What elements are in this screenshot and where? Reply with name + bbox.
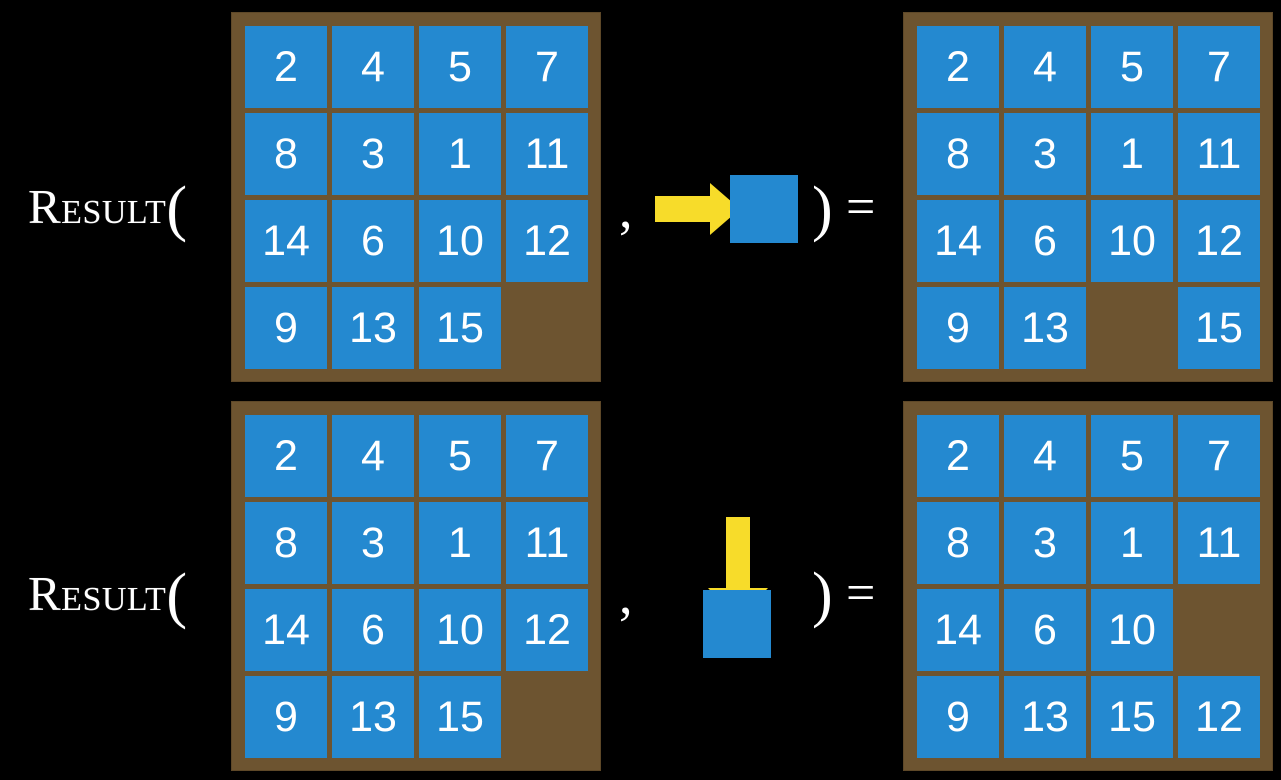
arrow-down-icon-shaft-row-2: [726, 517, 750, 593]
input-board-row-1-tile[interactable]: 11: [506, 113, 588, 195]
equals-sign-row-2: =: [846, 565, 876, 622]
input-board-row-1-tile[interactable]: 7: [506, 26, 588, 108]
input-board-row-2-tile[interactable]: 11: [506, 502, 588, 584]
comma-row-2: ,: [619, 565, 633, 625]
input-board-row-1-tile[interactable]: 6: [332, 200, 414, 282]
input-board-row-2-tile[interactable]: 10: [419, 589, 501, 671]
output-board-row-1-tile[interactable]: 15: [1178, 287, 1260, 369]
output-board-row-1-tile[interactable]: 6: [1004, 200, 1086, 282]
input-board-row-2-empty-slot: [506, 676, 588, 758]
output-board-row-2-tile[interactable]: 4: [1004, 415, 1086, 497]
output-board-row-1-tile[interactable]: 8: [917, 113, 999, 195]
input-board-row-1-empty-slot: [506, 287, 588, 369]
moving-tile-row-2: [703, 590, 771, 658]
close-paren-row-1: ): [812, 175, 833, 243]
output-board-row-1-tile[interactable]: 14: [917, 200, 999, 282]
output-board-row-1-tile[interactable]: 3: [1004, 113, 1086, 195]
comma-row-1: ,: [619, 179, 633, 239]
result-label-row-2: Result(: [28, 565, 188, 627]
close-paren-row-2: ): [812, 561, 833, 629]
input-board-row-2-tile[interactable]: 3: [332, 502, 414, 584]
output-board-row-2-tile[interactable]: 10: [1091, 589, 1173, 671]
input-board-row-2-tile[interactable]: 1: [419, 502, 501, 584]
open-paren-row-2: (: [166, 562, 188, 630]
open-paren-row-1: (: [166, 175, 188, 243]
input-board-row-1-tile[interactable]: 10: [419, 200, 501, 282]
output-board-row-2-tile[interactable]: 14: [917, 589, 999, 671]
input-board-row-1-tile[interactable]: 14: [245, 200, 327, 282]
output-board-row-2-tile[interactable]: 13: [1004, 676, 1086, 758]
moving-tile-row-1: [730, 175, 798, 243]
output-board-row-1-tile[interactable]: 5: [1091, 26, 1173, 108]
input-board-row-2-tile[interactable]: 8: [245, 502, 327, 584]
output-board-row-2-empty-slot: [1178, 589, 1260, 671]
input-board-row-1-tile[interactable]: 2: [245, 26, 327, 108]
output-board-row-2-tile[interactable]: 2: [917, 415, 999, 497]
input-board-row-1-tile[interactable]: 13: [332, 287, 414, 369]
output-board-row-1-tile[interactable]: 10: [1091, 200, 1173, 282]
input-board-row-1-tile[interactable]: 9: [245, 287, 327, 369]
output-board-row-2-tile[interactable]: 15: [1091, 676, 1173, 758]
arrow-right-icon-shaft-row-1: [655, 196, 717, 222]
output-board-row-1-empty-slot: [1091, 287, 1173, 369]
input-board-row-2-tile[interactable]: 12: [506, 589, 588, 671]
output-board-row-2-tile[interactable]: 12: [1178, 676, 1260, 758]
input-board-row-2-tile[interactable]: 14: [245, 589, 327, 671]
output-board-row-2-tile[interactable]: 7: [1178, 415, 1260, 497]
output-board-row-1-tile[interactable]: 12: [1178, 200, 1260, 282]
input-board-row-2-tile[interactable]: 7: [506, 415, 588, 497]
input-board-row-2-tile[interactable]: 2: [245, 415, 327, 497]
input-board-row-2-tile[interactable]: 5: [419, 415, 501, 497]
input-board-row-1-tile[interactable]: 4: [332, 26, 414, 108]
input-board-row-1-tile[interactable]: 12: [506, 200, 588, 282]
output-board-row-2-tile[interactable]: 8: [917, 502, 999, 584]
output-board-row-1-tile[interactable]: 13: [1004, 287, 1086, 369]
input-board-row-1-tile[interactable]: 1: [419, 113, 501, 195]
input-board-row-1-tile[interactable]: 15: [419, 287, 501, 369]
result-word-row-2: Result: [28, 566, 167, 621]
input-board-row-2-tile[interactable]: 6: [332, 589, 414, 671]
output-board-row-2-tile[interactable]: 11: [1178, 502, 1260, 584]
input-board-row-2-tile[interactable]: 15: [419, 676, 501, 758]
output-board-row-1-tile[interactable]: 1: [1091, 113, 1173, 195]
output-board-row-2-tile[interactable]: 6: [1004, 589, 1086, 671]
output-board-row-1-tile[interactable]: 2: [917, 26, 999, 108]
input-board-row-2-tile[interactable]: 4: [332, 415, 414, 497]
output-board-row-2-tile[interactable]: 1: [1091, 502, 1173, 584]
output-board-row-1-tile[interactable]: 11: [1178, 113, 1260, 195]
input-board-row-2-tile[interactable]: 9: [245, 676, 327, 758]
input-board-row-1-tile[interactable]: 8: [245, 113, 327, 195]
output-board-row-2-tile[interactable]: 5: [1091, 415, 1173, 497]
input-board-row-2-tile[interactable]: 13: [332, 676, 414, 758]
input-board-row-1-tile[interactable]: 5: [419, 26, 501, 108]
output-board-row-2-tile[interactable]: 3: [1004, 502, 1086, 584]
output-board-row-1-tile[interactable]: 9: [917, 287, 999, 369]
input-board-row-1-tile[interactable]: 3: [332, 113, 414, 195]
output-board-row-1-tile[interactable]: 4: [1004, 26, 1086, 108]
output-board-row-2-tile[interactable]: 9: [917, 676, 999, 758]
result-label-row-1: Result(: [28, 178, 188, 240]
output-board-row-1-tile[interactable]: 7: [1178, 26, 1260, 108]
equals-sign-row-1: =: [846, 179, 876, 236]
result-word-row-1: Result: [28, 179, 167, 234]
